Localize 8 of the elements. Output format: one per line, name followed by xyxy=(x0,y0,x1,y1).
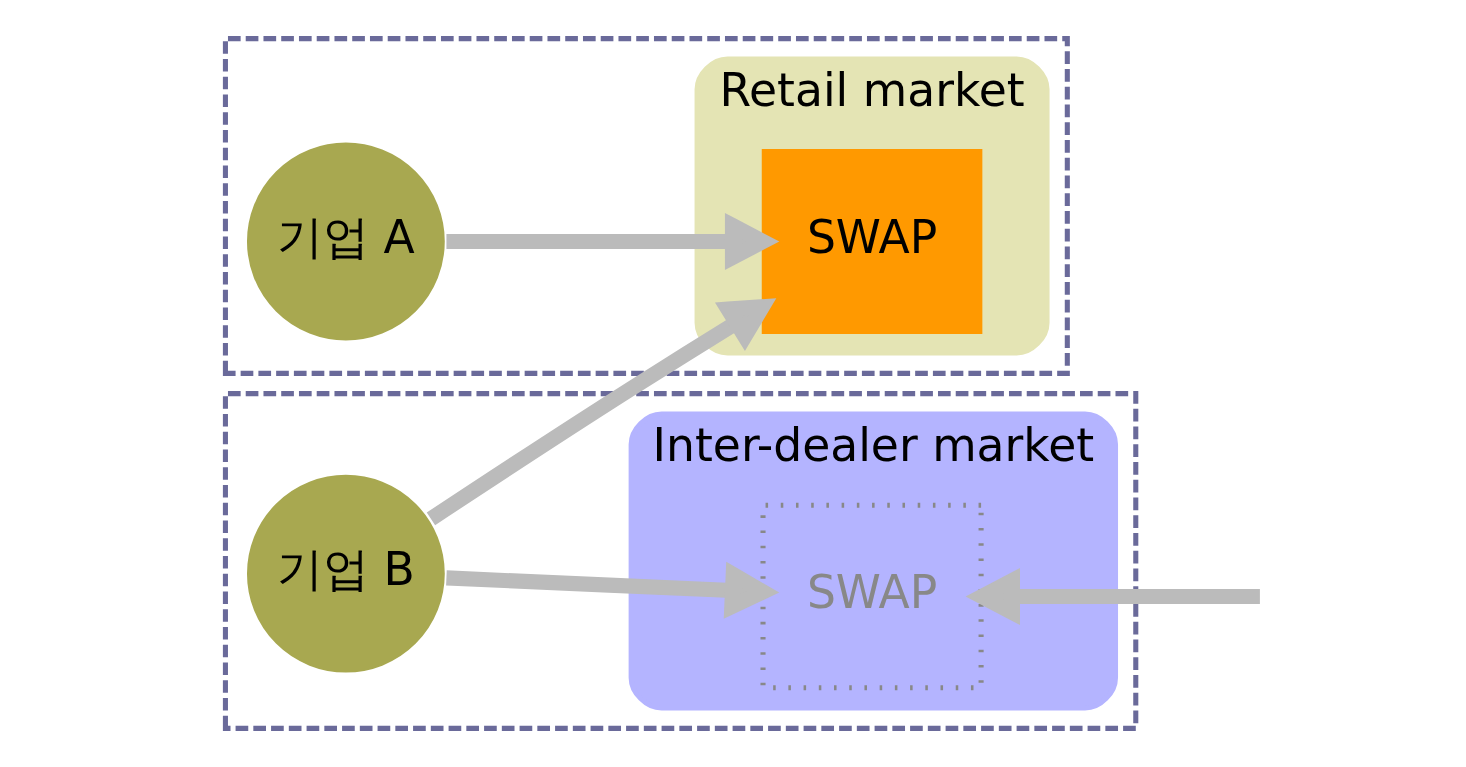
arrow xyxy=(445,212,779,271)
arrow xyxy=(426,298,776,526)
node-box: SWAP xyxy=(761,148,982,335)
cluster xyxy=(222,391,1138,731)
node-box: SWAP xyxy=(760,502,984,691)
cluster xyxy=(222,36,1070,376)
arrow xyxy=(445,561,779,619)
arrow xyxy=(965,567,1260,626)
